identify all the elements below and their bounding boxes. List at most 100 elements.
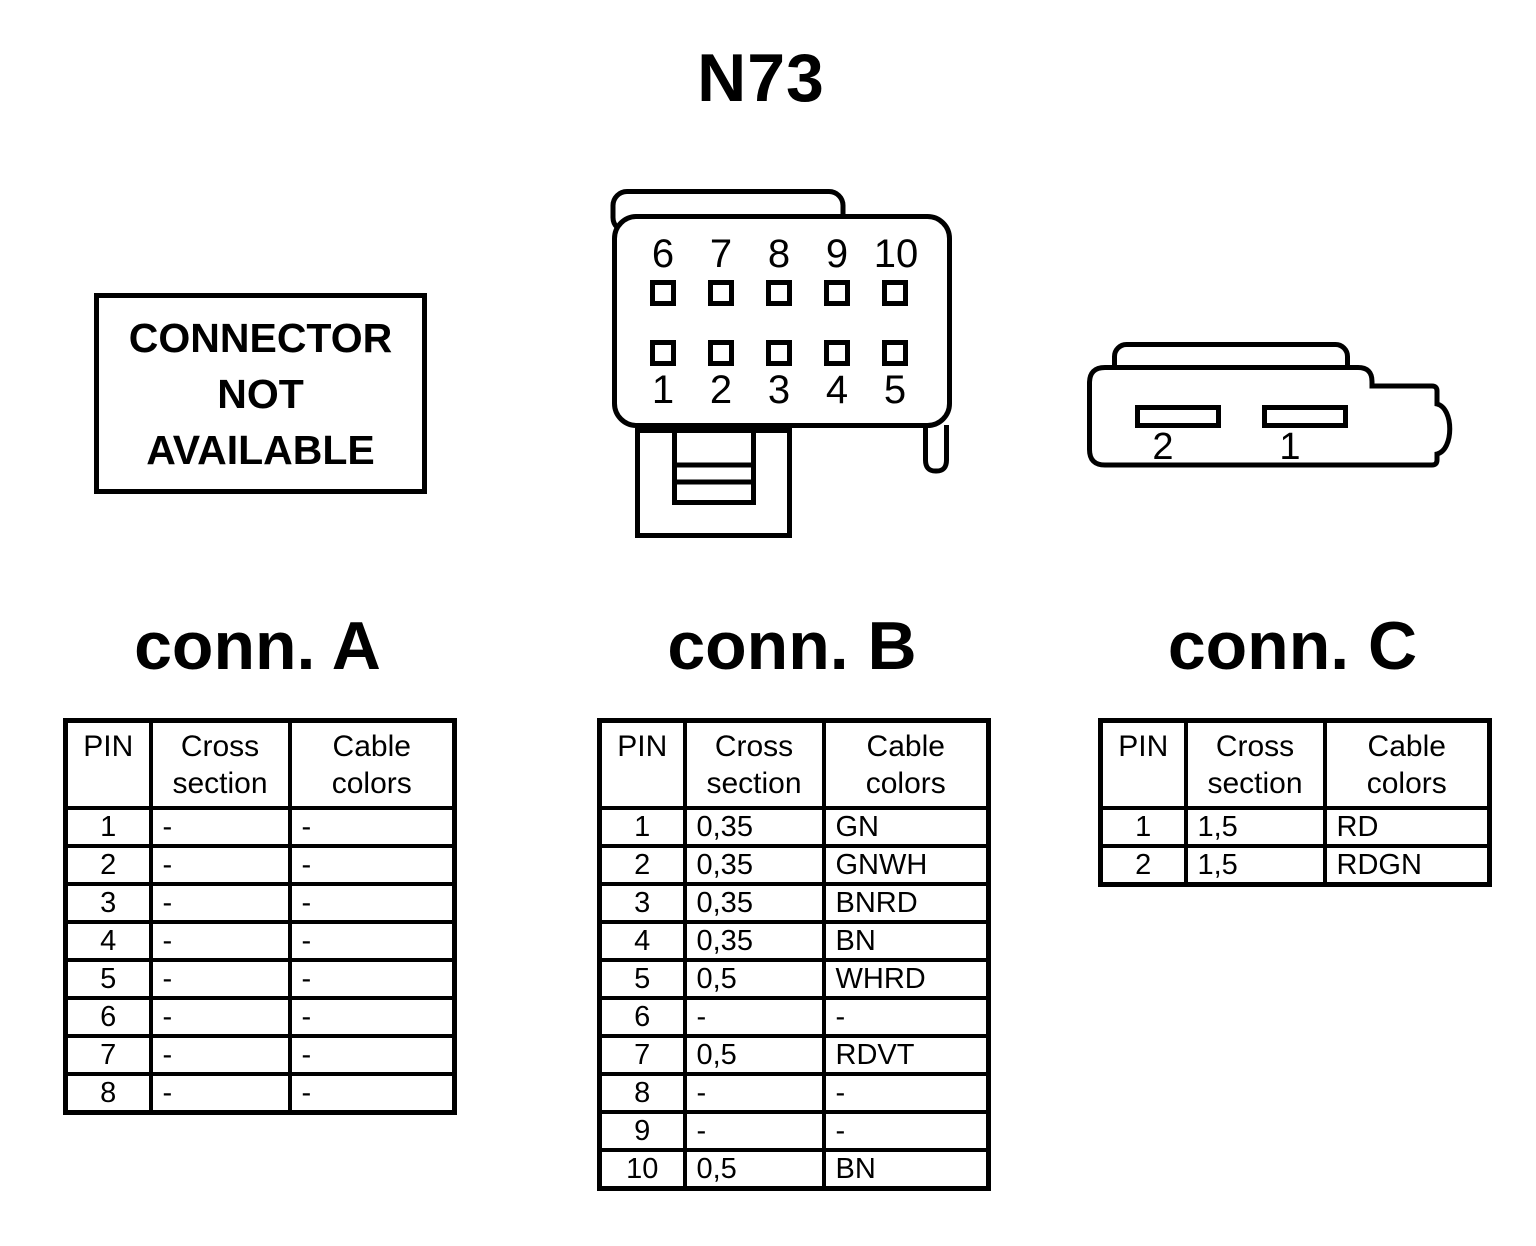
connector-c-diagram: 2 1 xyxy=(1087,342,1453,468)
connector-b-leg xyxy=(923,425,949,474)
cross-section-value: - xyxy=(148,1072,292,1115)
cable-color-value: BNRD xyxy=(821,882,991,924)
pin-number: 6 xyxy=(63,996,153,1038)
col-header-pin: PIN xyxy=(63,718,153,810)
cable-color-value: RDVT xyxy=(821,1034,991,1076)
pin-number: 4 xyxy=(63,920,153,962)
cross-section-value: - xyxy=(682,996,826,1038)
cable-color-value: WHRD xyxy=(821,958,991,1000)
pin-number: 1 xyxy=(63,806,153,848)
col-header-cross-section: Cross section xyxy=(1183,718,1327,810)
pin-cavity-5 xyxy=(882,340,908,366)
pin-label-4: 4 xyxy=(826,368,848,412)
pin-label-5: 5 xyxy=(884,368,906,412)
cross-section-value: - xyxy=(148,844,292,886)
cross-section-value: 0,35 xyxy=(682,920,826,962)
pin-cavity-7 xyxy=(708,280,734,306)
cross-section-value: - xyxy=(682,1072,826,1114)
slot-label-1: 1 xyxy=(1279,426,1300,468)
connector-b-body xyxy=(612,214,952,428)
conn-b-title: conn. B xyxy=(667,608,917,684)
pin-number: 7 xyxy=(63,1034,153,1076)
slot-cavity-1 xyxy=(1262,405,1348,428)
cable-color-value: - xyxy=(287,920,457,962)
col-header-cross-section: Cross section xyxy=(682,718,826,810)
pin-cavity-3 xyxy=(766,340,792,366)
cable-color-value: BN xyxy=(821,1148,991,1191)
pin-cavity-1 xyxy=(650,340,676,366)
pin-number: 7 xyxy=(597,1034,687,1076)
cable-color-value: GN xyxy=(821,806,991,848)
pin-number: 5 xyxy=(597,958,687,1000)
table-row: 6-- xyxy=(597,996,991,1038)
cross-section-value: - xyxy=(148,958,292,1000)
pin-cavity-10 xyxy=(882,280,908,306)
table-row: 3-- xyxy=(63,882,457,924)
pin-number: 8 xyxy=(63,1072,153,1115)
pin-number: 8 xyxy=(597,1072,687,1114)
cross-section-value: - xyxy=(148,920,292,962)
pin-label-2: 2 xyxy=(710,368,732,412)
table-row: 8-- xyxy=(597,1072,991,1114)
header-row: PIN Cross section Cable colors xyxy=(1098,718,1492,810)
pin-cavity-2 xyxy=(708,340,734,366)
connector-not-available-box: CONNECTOR NOT AVAILABLE xyxy=(94,293,427,494)
table-row: 8-- xyxy=(63,1072,457,1115)
pin-label-7: 7 xyxy=(710,232,732,276)
cross-section-value: - xyxy=(148,996,292,1038)
cross-section-value: 0,35 xyxy=(682,882,826,924)
pin-cavity-8 xyxy=(766,280,792,306)
pin-number: 9 xyxy=(597,1110,687,1152)
conn-a-table: PIN Cross section Cable colors 1-- 2-- 3… xyxy=(63,718,457,1115)
pin-number: 3 xyxy=(63,882,153,924)
cable-color-value: - xyxy=(821,1110,991,1152)
table-row: 1-- xyxy=(63,806,457,848)
col-header-cable-colors: Cable colors xyxy=(287,718,457,810)
cable-color-value: - xyxy=(821,996,991,1038)
cross-section-value: 0,35 xyxy=(682,806,826,848)
cross-section-value: 0,5 xyxy=(682,1034,826,1076)
pin-cavity-6 xyxy=(650,280,676,306)
conn-c-title: conn. C xyxy=(1167,608,1418,684)
cross-section-value: 1,5 xyxy=(1183,844,1327,887)
col-header-pin: PIN xyxy=(597,718,687,810)
pin-cavity-4 xyxy=(824,340,850,366)
cable-color-value: - xyxy=(287,996,457,1038)
pin-number: 6 xyxy=(597,996,687,1038)
cross-section-value: - xyxy=(148,806,292,848)
cable-color-value: - xyxy=(287,844,457,886)
pin-number: 4 xyxy=(597,920,687,962)
connector-b-diagram: 6 7 8 9 10 1 2 3 4 5 xyxy=(610,189,952,538)
table-row: 2-- xyxy=(63,844,457,886)
col-header-cable-colors: Cable colors xyxy=(821,718,991,810)
cross-section-value: 0,5 xyxy=(682,958,826,1000)
pin-label-3: 3 xyxy=(768,368,790,412)
table-row: 5-- xyxy=(63,958,457,1000)
pin-label-6: 6 xyxy=(652,232,674,276)
pin-number: 2 xyxy=(597,844,687,886)
cross-section-value: - xyxy=(148,882,292,924)
cable-color-value: - xyxy=(287,958,457,1000)
table-row: 4-- xyxy=(63,920,457,962)
cross-section-value: - xyxy=(682,1110,826,1152)
cable-color-value: - xyxy=(287,1034,457,1076)
cable-color-value: GNWH xyxy=(821,844,991,886)
page-title: N73 xyxy=(697,40,825,116)
slot-cavity-2 xyxy=(1135,405,1221,428)
header-row: PIN Cross section Cable colors xyxy=(597,718,991,810)
col-header-cross-section: Cross section xyxy=(148,718,292,810)
pin-label-9: 9 xyxy=(826,232,848,276)
pin-number: 3 xyxy=(597,882,687,924)
cable-color-value: BN xyxy=(821,920,991,962)
cross-section-value: 0,5 xyxy=(682,1148,826,1191)
table-row: 9-- xyxy=(597,1110,991,1152)
pin-number: 1 xyxy=(597,806,687,848)
header-row: PIN Cross section Cable colors xyxy=(63,718,457,810)
cross-section-value: - xyxy=(148,1034,292,1076)
